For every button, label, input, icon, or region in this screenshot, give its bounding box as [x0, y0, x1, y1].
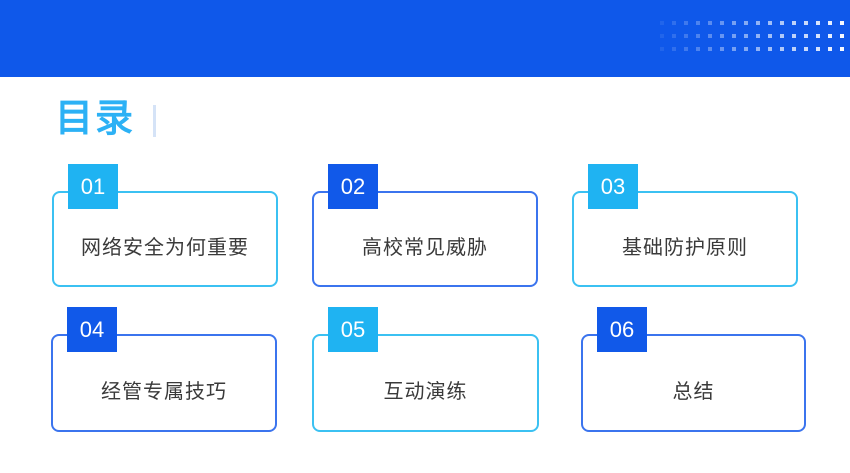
toc-card-3[interactable]: 03 基础防护原则 [572, 164, 798, 287]
section-title: 总结 [672, 380, 715, 403]
toc-card-5[interactable]: 05 互动演练 [312, 307, 539, 432]
section-title: 互动演练 [383, 380, 468, 403]
toc-card-1[interactable]: 01 网络安全为何重要 [52, 164, 278, 287]
section-title: 基础防护原则 [622, 236, 748, 259]
section-title: 网络安全为何重要 [81, 236, 249, 259]
section-number-badge: 04 [67, 307, 117, 352]
toc-card-2[interactable]: 02 高校常见威胁 [312, 164, 538, 287]
section-number-badge: 01 [68, 164, 118, 209]
dot-grid-decoration [660, 21, 844, 51]
section-title: 经管专属技巧 [101, 380, 227, 403]
section-title: 高校常见威胁 [362, 236, 488, 259]
section-number-badge: 02 [328, 164, 378, 209]
section-number-badge: 05 [328, 307, 378, 352]
section-number-badge: 06 [597, 307, 647, 352]
page-title: 目录 [55, 98, 136, 140]
title-row: 目录 [55, 98, 157, 140]
header-band [0, 0, 850, 77]
toc-card-4[interactable]: 04 经管专属技巧 [51, 307, 277, 432]
toc-card-6[interactable]: 06 总结 [581, 307, 806, 432]
section-number-badge: 03 [588, 164, 638, 209]
title-divider [153, 105, 157, 137]
